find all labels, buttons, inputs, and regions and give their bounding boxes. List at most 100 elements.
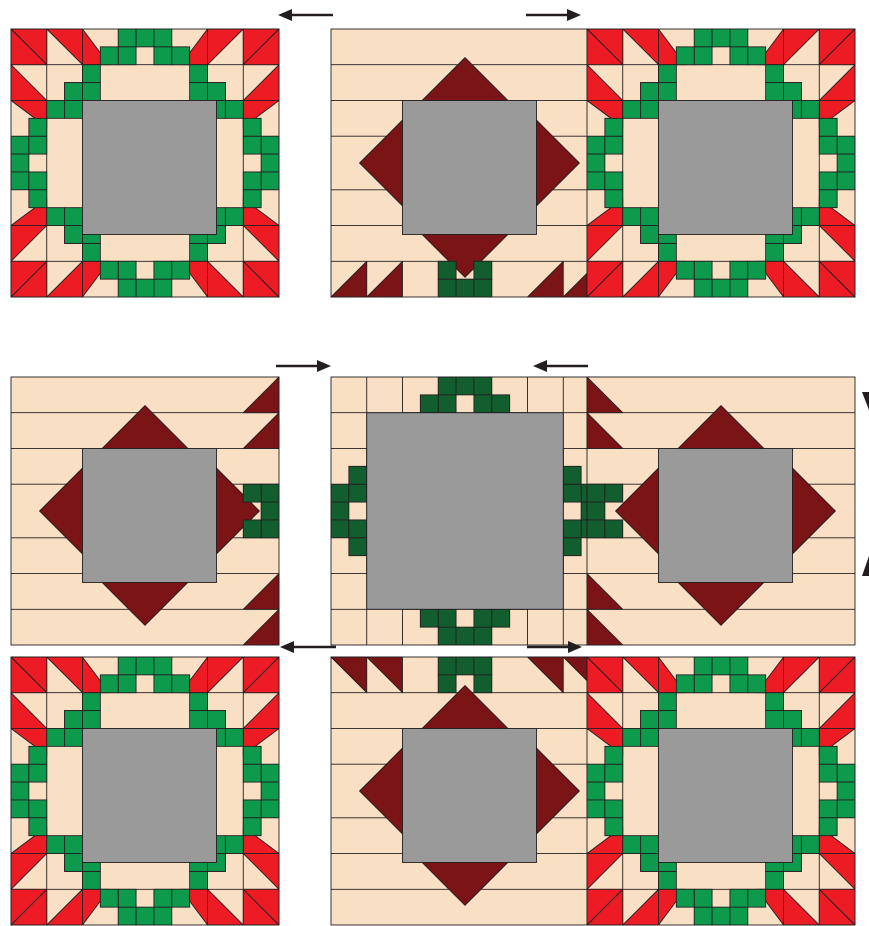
chain-square (261, 154, 279, 172)
chain-square (730, 889, 748, 907)
edge-mark-bottom (862, 556, 869, 576)
chain-square (82, 711, 100, 729)
chain-square (456, 377, 474, 395)
arrow-head (280, 641, 294, 653)
chain-square (190, 871, 208, 889)
chain-square (605, 800, 623, 818)
center-square (658, 448, 792, 582)
chain-square (837, 782, 855, 800)
chain-square (474, 261, 492, 279)
arrow-middle-right (533, 360, 588, 372)
block-star-bottom-left (11, 657, 279, 925)
chain-square (623, 836, 641, 854)
chain-square (438, 261, 456, 279)
center-square (82, 728, 216, 862)
chain-square (474, 279, 492, 297)
chain-square (605, 484, 623, 502)
chain-square (154, 889, 172, 907)
chain-square (65, 836, 83, 854)
chain-square (47, 728, 65, 746)
chain-square (658, 693, 676, 711)
chain-square (100, 47, 118, 65)
center-square (402, 100, 536, 234)
chain-square (47, 100, 65, 118)
chain-square (641, 728, 659, 746)
chain-square (82, 871, 100, 889)
chain-square (623, 100, 641, 118)
chain-square (605, 520, 623, 538)
chain-square (492, 395, 510, 413)
chain-square (349, 538, 367, 556)
chain-square (172, 889, 190, 907)
chain-square (190, 83, 208, 101)
chain-square (11, 782, 29, 800)
chain-square (438, 675, 456, 693)
chain-square (730, 47, 748, 65)
chain-square (65, 226, 83, 244)
chain-square (694, 675, 712, 693)
chain-square (801, 728, 819, 746)
chain-square (766, 693, 784, 711)
chain-square (474, 657, 492, 675)
chain-square (65, 728, 83, 746)
chain-square (438, 279, 456, 297)
chain-square (154, 907, 172, 925)
chain-square (82, 65, 100, 83)
chain-square (730, 675, 748, 693)
chain-square (82, 243, 100, 261)
chain-square (819, 136, 837, 154)
chain-square (676, 261, 694, 279)
chain-square (225, 100, 243, 118)
chain-square (420, 395, 438, 413)
chain-square (118, 889, 136, 907)
chain-square (438, 377, 456, 395)
chain-square (82, 83, 100, 101)
chain-square (492, 609, 510, 627)
chain-square (261, 484, 279, 502)
chain-square (11, 800, 29, 818)
chain-square (349, 484, 367, 502)
chain-square (801, 836, 819, 854)
chain-square (11, 172, 29, 190)
chain-square (154, 675, 172, 693)
chain-square (641, 208, 659, 226)
chain-square (136, 29, 154, 47)
chain-square (65, 83, 83, 101)
chain-square (243, 136, 261, 154)
quilt-blocks (11, 29, 855, 925)
chain-square (658, 243, 676, 261)
chain-square (694, 279, 712, 297)
chain-square (190, 693, 208, 711)
chain-square (154, 279, 172, 297)
chain-square (837, 172, 855, 190)
chain-square (261, 782, 279, 800)
chain-square (641, 226, 659, 244)
chain-square (730, 261, 748, 279)
chain-square (474, 395, 492, 413)
block-star-top-left (11, 29, 279, 297)
chain-square (658, 65, 676, 83)
chain-square (801, 100, 819, 118)
chain-square (474, 627, 492, 645)
chain-square (29, 136, 47, 154)
arrow-middle-left (276, 360, 331, 372)
chain-square (766, 83, 784, 101)
chain-square (784, 83, 802, 101)
chain-square (208, 711, 226, 729)
chain-square (261, 764, 279, 782)
chain-square (100, 889, 118, 907)
center-square (658, 728, 792, 862)
chain-square (676, 47, 694, 65)
chain-square (118, 29, 136, 47)
chain-square (676, 889, 694, 907)
chain-square (658, 711, 676, 729)
chain-square (225, 836, 243, 854)
chain-square (819, 746, 837, 764)
chain-square (605, 136, 623, 154)
chain-square (623, 208, 641, 226)
chain-square (100, 675, 118, 693)
chain-square (730, 657, 748, 675)
chain-square (766, 871, 784, 889)
chain-square (563, 466, 581, 484)
arrow-bottom-left (280, 641, 336, 653)
